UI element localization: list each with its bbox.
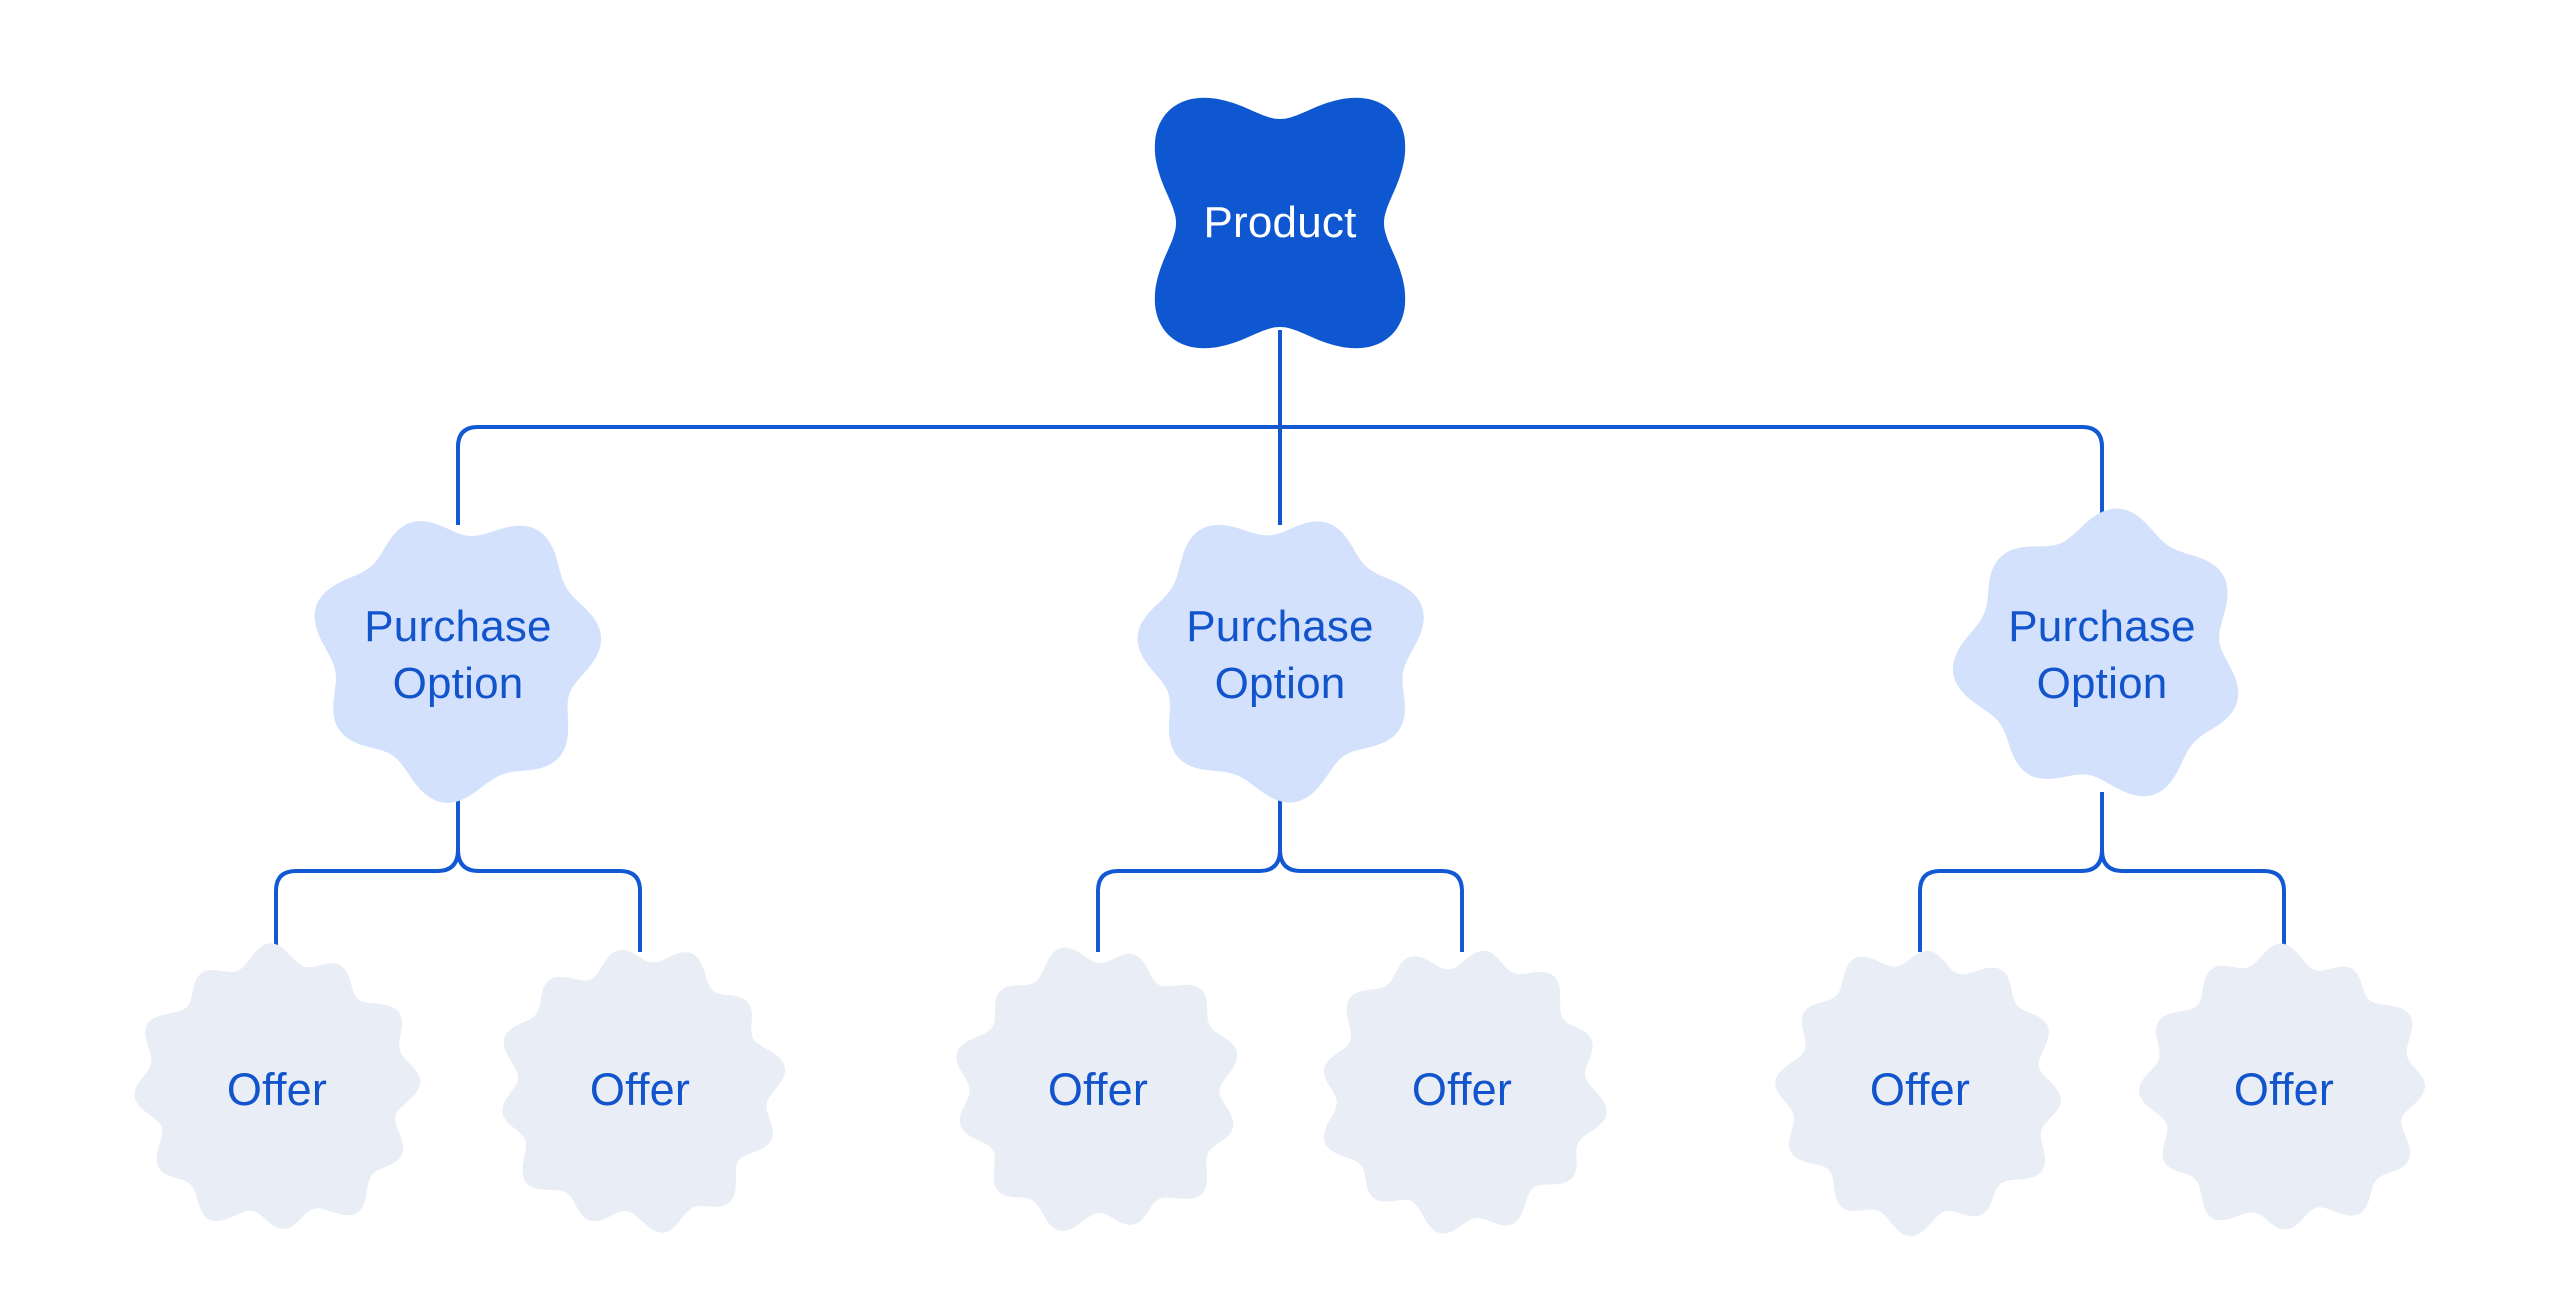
offer-node-3: Offer: [948, 940, 1248, 1240]
purchase-option-node-label: Purchase Option: [1186, 601, 1374, 708]
offer-blob-shape: [1323, 950, 1607, 1234]
purchase-option-blob-shape: [1137, 521, 1424, 803]
offer-fork-left-3: [1918, 792, 2104, 952]
offer-blob-shape: [1775, 950, 2061, 1237]
offer-blob-shape: [502, 949, 786, 1233]
options-bar-connector: [456, 425, 2104, 525]
offer-node-2: Offer: [490, 940, 790, 1240]
purchase-option-node-3: Purchase Option: [1952, 505, 2252, 805]
offer-node-label: Offer: [226, 1064, 328, 1115]
purchase-option-blob-shape: [1953, 508, 2239, 797]
offer-node-label: Offer: [2233, 1064, 2335, 1115]
purchase-option-node-label: Purchase Option: [2008, 601, 2196, 708]
offer-blob-shape: [134, 943, 421, 1229]
offer-fork-left-1: [274, 792, 460, 952]
offer-node-4: Offer: [1312, 940, 1612, 1240]
offer-node-6: Offer: [2134, 940, 2434, 1240]
product-node-label: Product: [1203, 198, 1357, 247]
offer-fork-left-2: [1096, 792, 1282, 952]
purchase-option-node-2: Purchase Option: [1130, 505, 1430, 805]
purchase-option-blob-shape: [314, 521, 602, 803]
offer-node-1: Offer: [127, 940, 427, 1240]
product-blob-shape: [1154, 97, 1406, 349]
offer-node-label: Offer: [589, 1064, 691, 1115]
purchase-option-node-label: Purchase Option: [364, 601, 552, 708]
offer-blob-shape: [2138, 943, 2425, 1230]
offer-node-label: Offer: [1869, 1064, 1971, 1115]
offer-blob-shape: [956, 947, 1238, 1231]
offer-fork-right-1: [456, 792, 642, 952]
offer-node-label: Offer: [1411, 1064, 1513, 1115]
offer-node-label: Offer: [1047, 1064, 1149, 1115]
product-node: Product: [1130, 73, 1430, 373]
offer-fork-right-3: [2100, 792, 2286, 952]
offer-node-5: Offer: [1770, 940, 2070, 1240]
purchase-option-node-1: Purchase Option: [308, 505, 608, 805]
offer-fork-right-2: [1278, 792, 1464, 952]
